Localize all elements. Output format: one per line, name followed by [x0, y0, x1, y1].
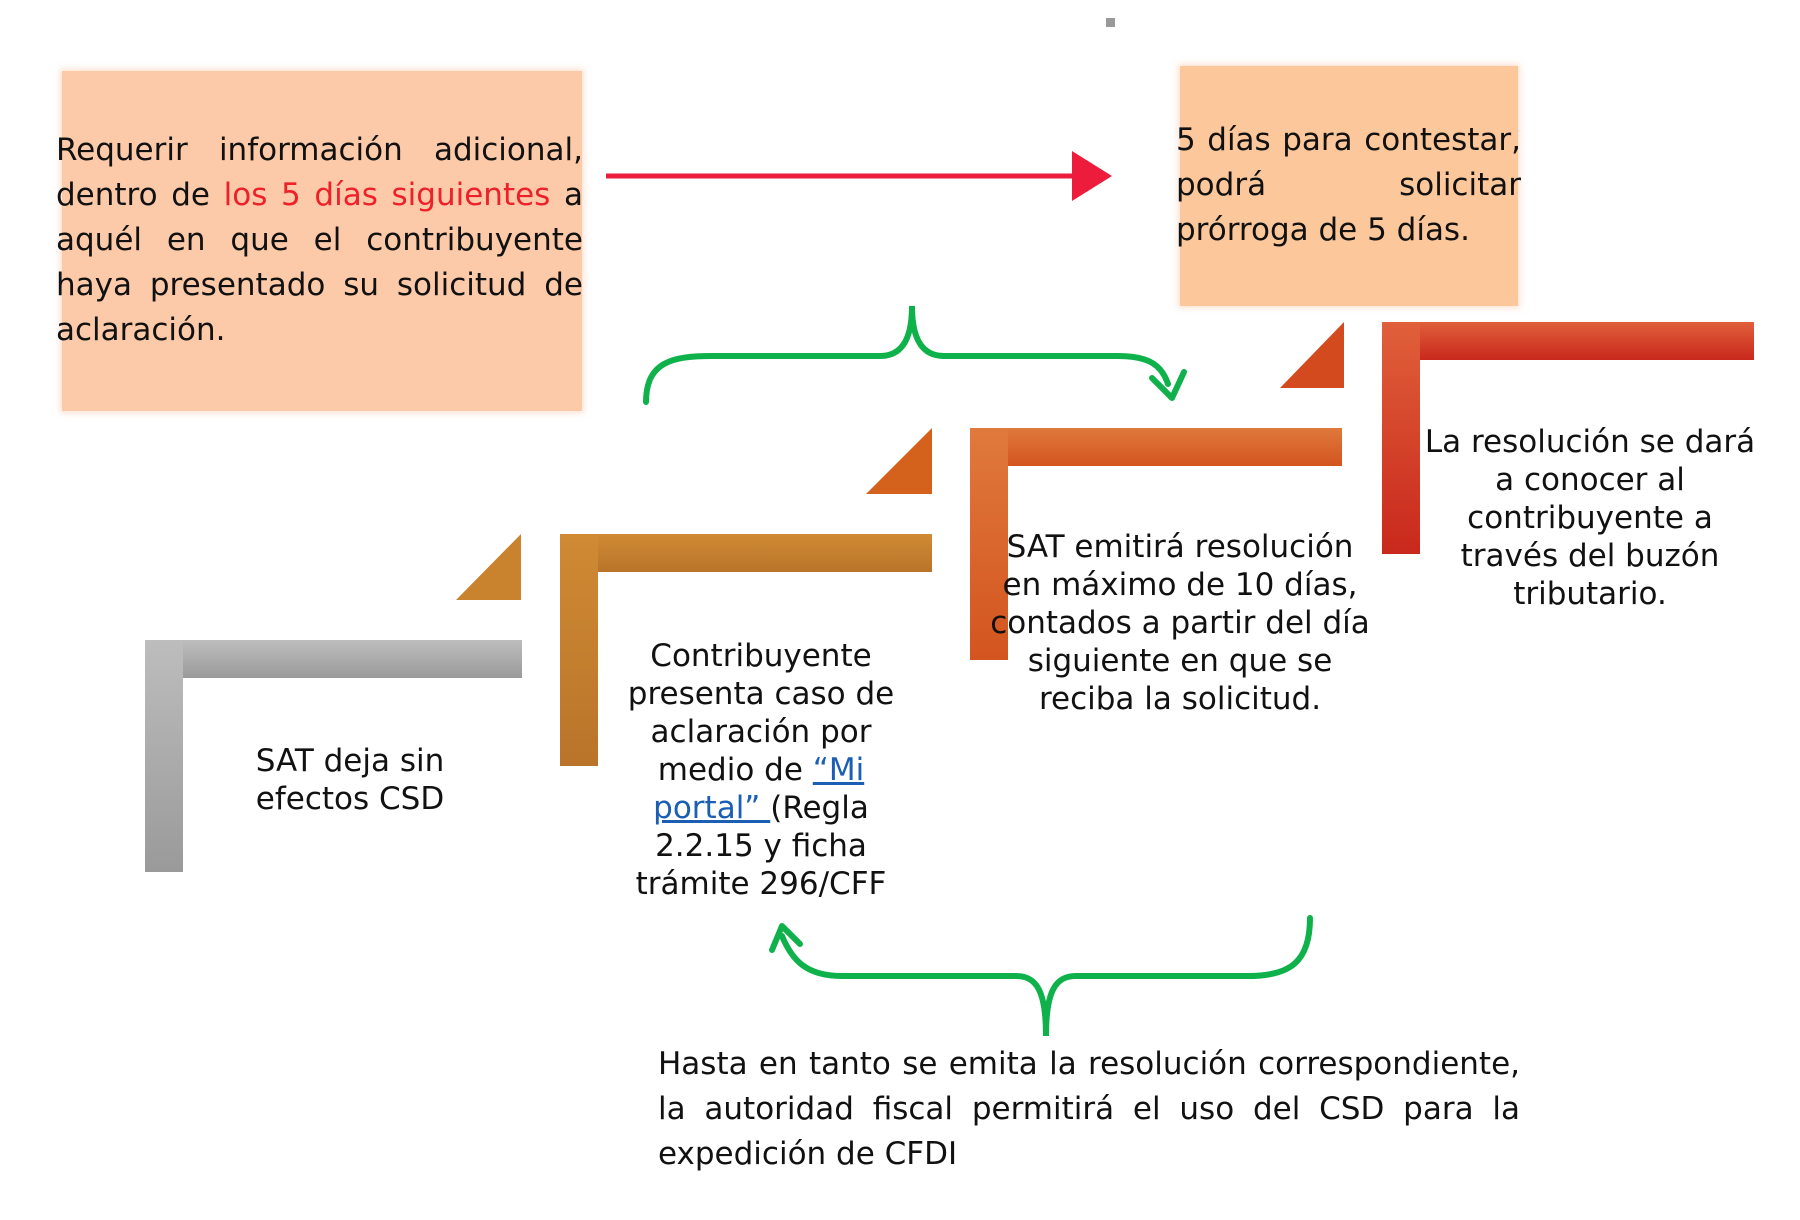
info-request-box — [62, 71, 582, 411]
step-3-text: SAT emitirá resolución en máximo de 10 d… — [990, 529, 1370, 717]
step-1-text: SAT deja sin efectos CSD — [255, 743, 445, 817]
reply-deadline-box — [1180, 66, 1518, 306]
mi-portal-link[interactable]: “Mi portal” — [653, 752, 865, 826]
step-2-text-start: Contribuyente presenta caso de aclaració… — [627, 638, 895, 788]
info-request-text-end: a aquél en que el contribuyente haya pre… — [56, 177, 583, 348]
gold-step-icon — [456, 534, 932, 766]
orange-step-icon — [866, 428, 1342, 660]
top-green-brace — [643, 305, 1187, 405]
red-step-icon — [1280, 322, 1754, 554]
step-2-text-end: (Regla 2.2.15 y ficha trámite 296/CFF — [635, 790, 887, 902]
bottom-green-brace — [769, 915, 1313, 1037]
five-days-highlight: los 5 días siguientes — [223, 177, 551, 213]
step-4-text: La resolución se dará a conocer al contr… — [1424, 424, 1756, 612]
bottom-note-text: Hasta en tanto se emita la resolución co… — [658, 1046, 1520, 1172]
reply-deadline-text: 5 días para contestar, podrá solicitar p… — [1176, 122, 1521, 248]
info-request-text-start: Requerir información adicional, dentro d… — [56, 132, 583, 213]
stray-dot-mark — [1106, 18, 1115, 27]
step-2-text: Contribuyente presenta caso de aclaració… — [606, 637, 916, 903]
gray-step-icon — [145, 640, 522, 872]
info-request-text: Requerir información adicional, dentro d… — [56, 128, 583, 353]
